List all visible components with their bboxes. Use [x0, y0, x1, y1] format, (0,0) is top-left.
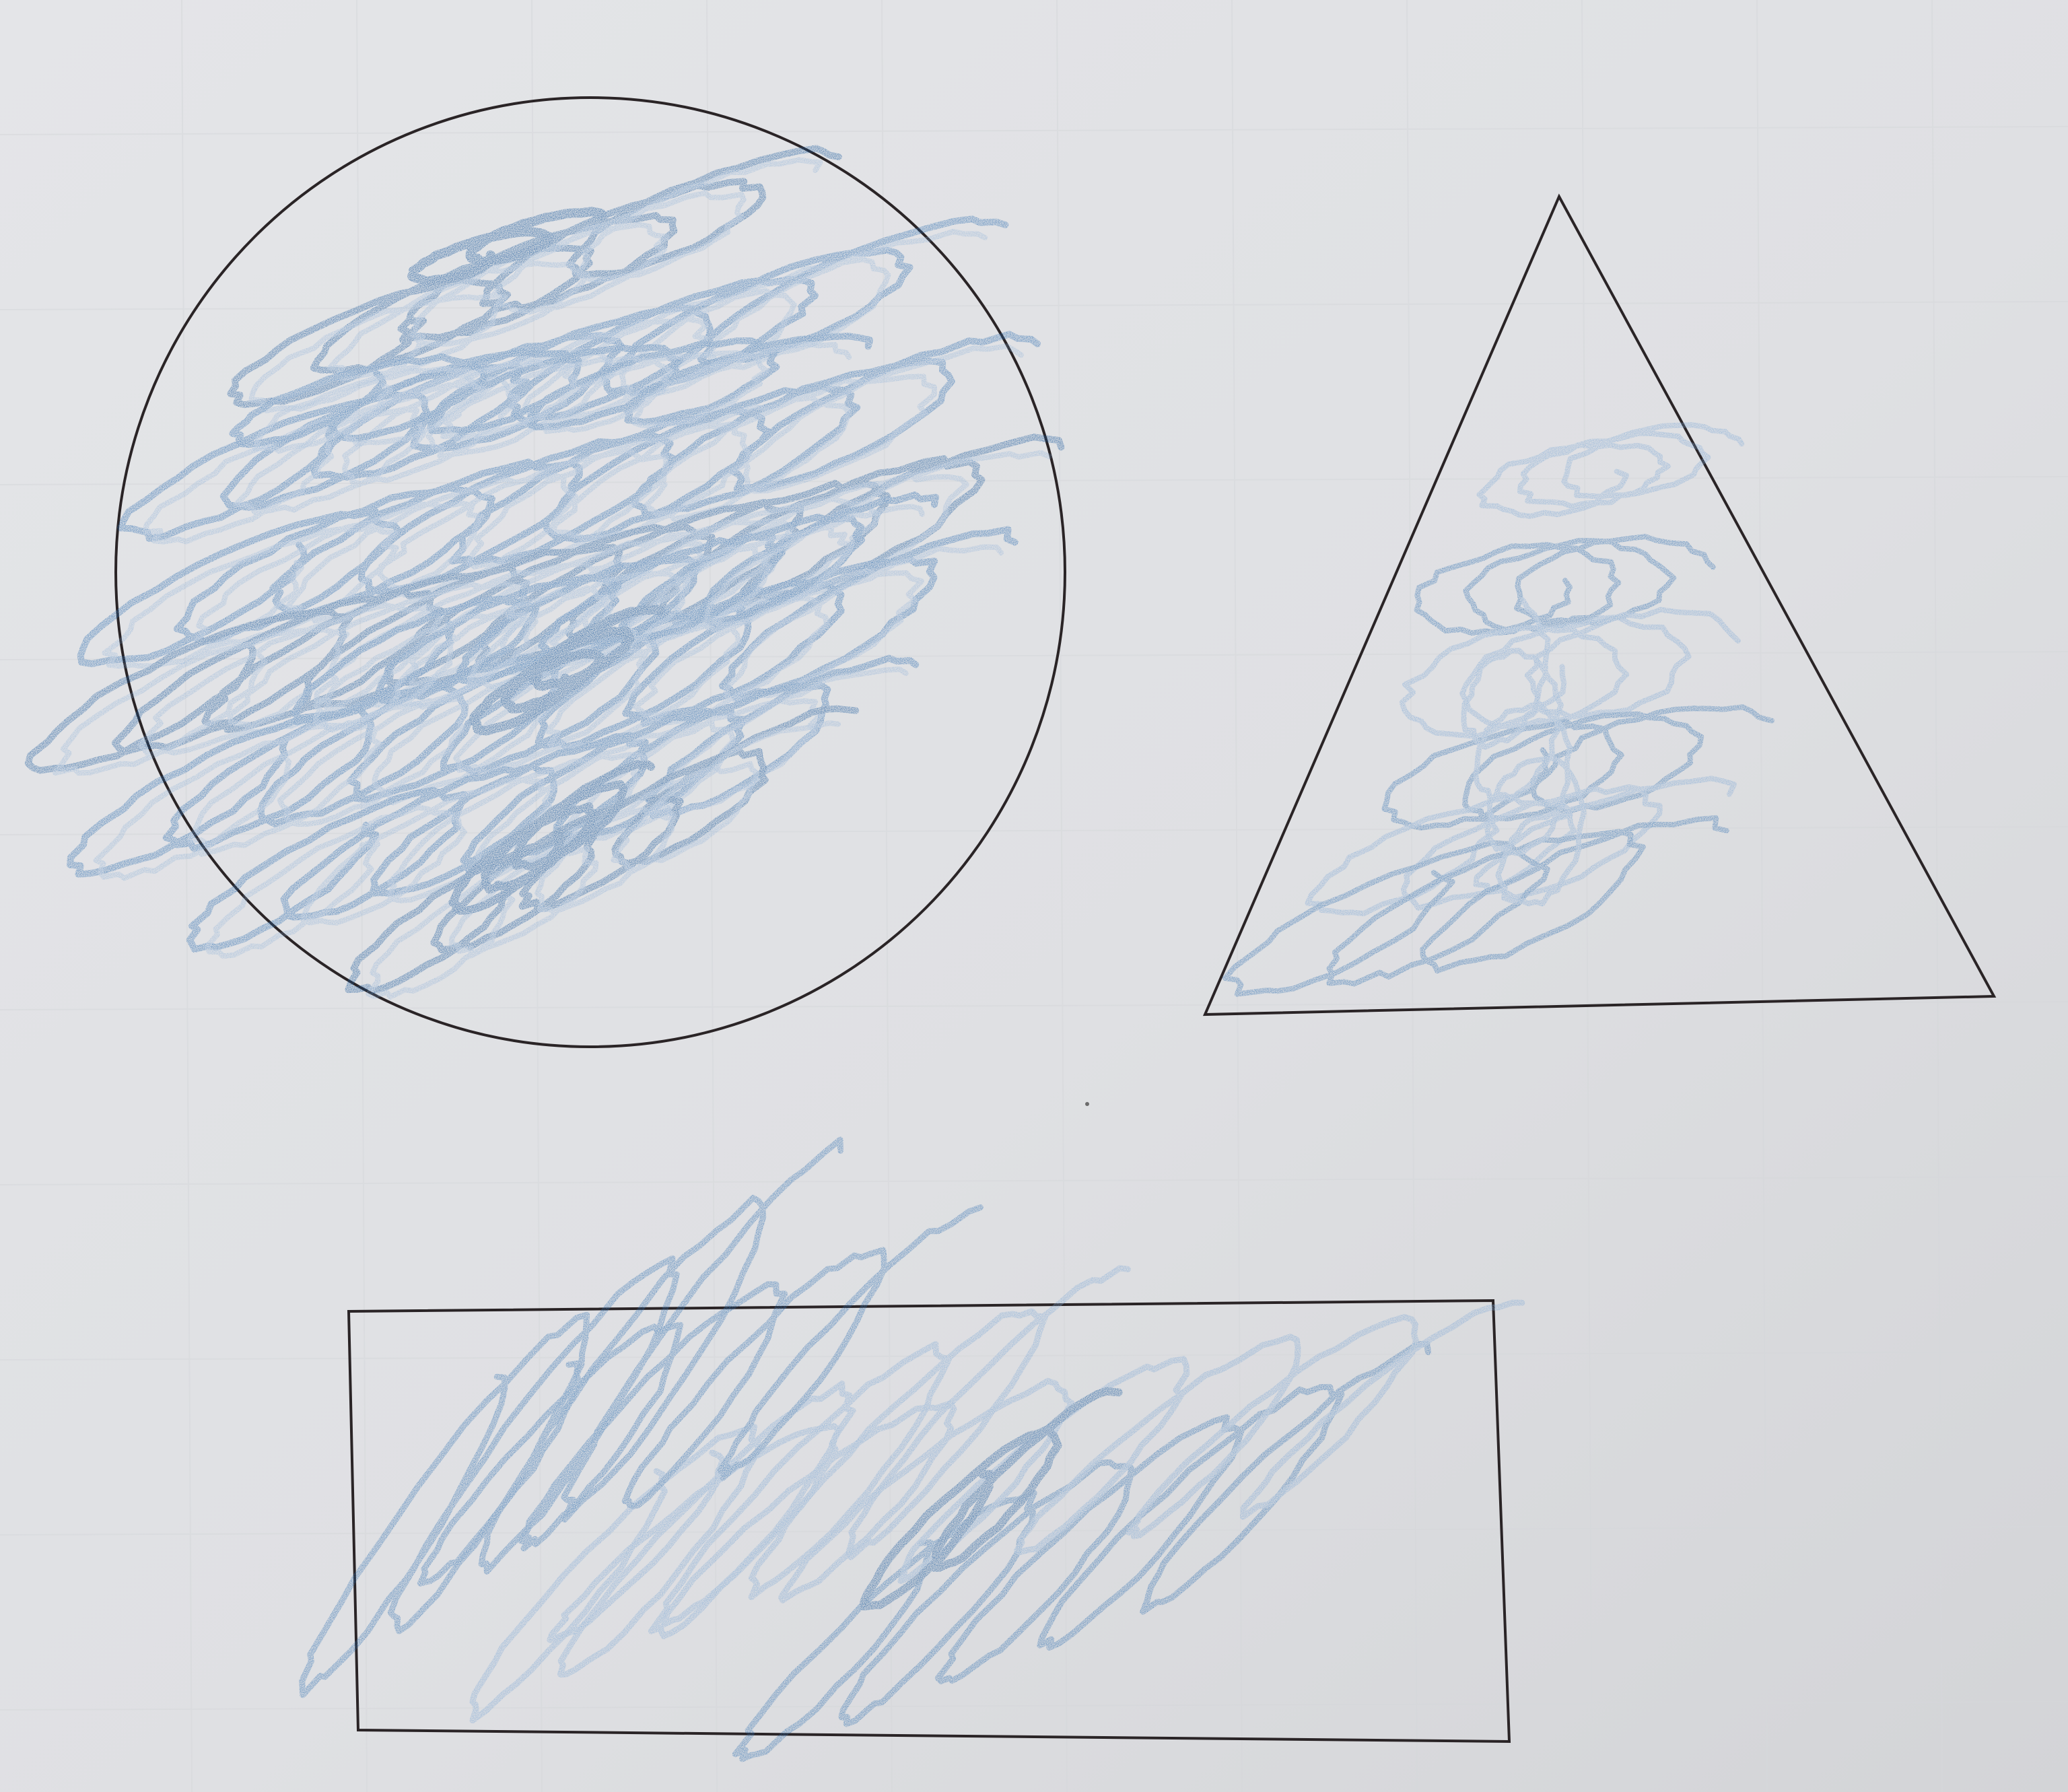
crayon-stroke — [417, 1204, 984, 1587]
crayon-stroke — [229, 333, 873, 448]
grid-line — [1756, 0, 1768, 1792]
crayon-stroke — [204, 666, 909, 959]
crayon-stroke — [547, 1299, 1525, 1643]
grid-line — [0, 476, 2068, 485]
grid-line — [0, 301, 2068, 310]
crayon-stroke — [732, 1340, 1431, 1762]
grid-line — [0, 1701, 2068, 1711]
crayon-stroke — [299, 1136, 844, 1698]
crayon-stroke — [1222, 815, 1729, 997]
crayon-stroke — [1399, 607, 1741, 739]
triangle-shape — [1202, 193, 1997, 1016]
circle-scribble — [24, 145, 1065, 1000]
grid-line — [1931, 0, 1943, 1792]
triangle-scribble — [1222, 422, 1774, 997]
crayon-stroke — [252, 341, 852, 454]
grid-line — [0, 1526, 2068, 1536]
grid-line — [0, 1351, 2068, 1360]
crayon-stroke — [1414, 534, 1716, 636]
crayon-stroke — [345, 705, 860, 995]
rectangle-shape — [299, 1136, 1525, 1762]
grid-line — [0, 1176, 2068, 1185]
triangle-outline — [1202, 193, 1997, 1016]
grid-line — [0, 126, 2068, 135]
crayon-stroke — [67, 526, 1019, 878]
circle-shape — [24, 96, 1066, 1048]
crayon-stroke — [860, 1387, 1123, 1611]
grid-line — [1581, 0, 1593, 1792]
crayon-stroke — [407, 207, 607, 287]
grid-line — [881, 0, 893, 1792]
grid-line — [181, 0, 193, 1792]
crayon-stroke — [469, 605, 664, 736]
circle-outline — [114, 96, 1066, 1048]
crayon-stroke — [1476, 422, 1745, 519]
crayon-stroke — [93, 544, 1004, 881]
dust-speck — [1085, 1102, 1089, 1106]
crayon-stroke — [117, 215, 1009, 542]
crayon-stroke — [248, 157, 823, 413]
rectangle-scribble — [299, 1136, 1525, 1762]
crayon-stroke — [227, 145, 842, 409]
crayon-stroke — [1305, 776, 1737, 917]
crayon-stroke — [366, 720, 841, 1000]
crayon-stroke — [143, 228, 988, 545]
crayon-stroke — [1381, 704, 1774, 831]
rectangle-outline — [347, 1299, 1511, 1744]
crayon-stroke — [1461, 597, 1587, 907]
crayon-stroke — [448, 760, 656, 915]
crayon-stroke — [312, 504, 925, 733]
grid-line — [1231, 0, 1243, 1792]
